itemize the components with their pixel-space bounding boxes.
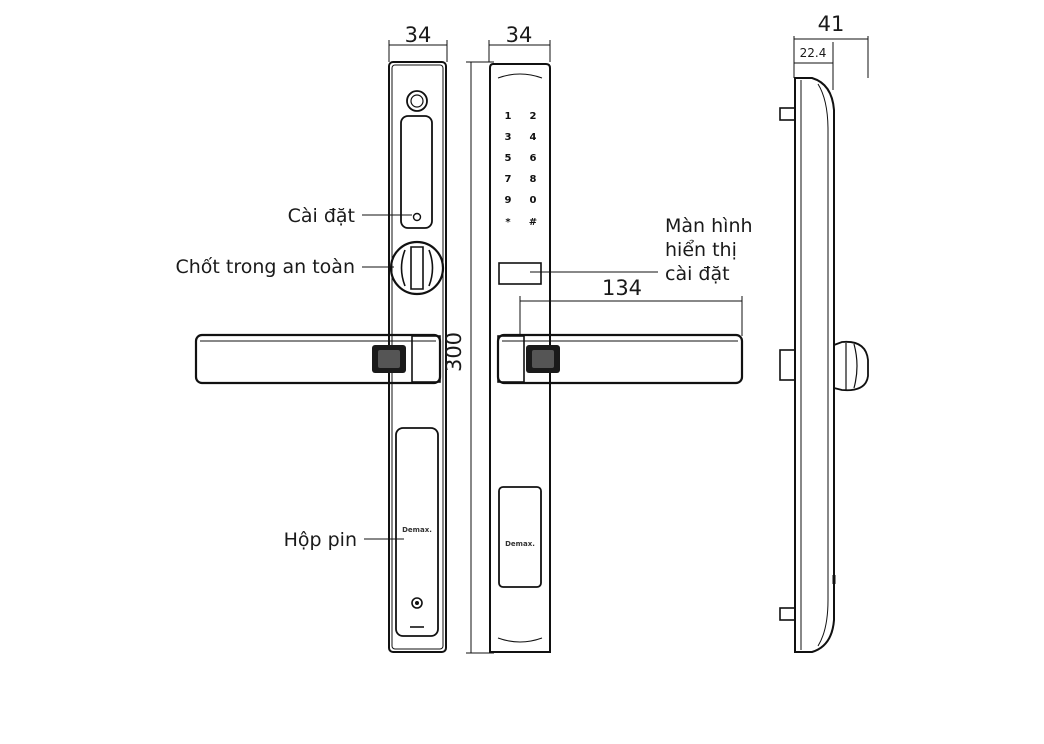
- rear-width-value: 34: [405, 23, 432, 47]
- front-view: 34 1 2 3 4 5 6 7 8 9 0 * #: [488, 23, 744, 653]
- settings-compartment: [400, 115, 433, 229]
- key-4: 4: [530, 132, 537, 143]
- side-depth-inner-value: 22.4: [800, 46, 827, 60]
- side-depth-inner-dimension: 22.4: [794, 42, 834, 90]
- key-7: 7: [505, 174, 512, 185]
- key-0: 0: [530, 195, 537, 206]
- safety-bolt-knob: [389, 240, 445, 296]
- side-depth-value: 41: [818, 12, 845, 36]
- display-callout: Màn hình hiển thị cài đặt: [530, 215, 753, 285]
- key-6: 6: [530, 153, 537, 164]
- side-profile-body: [794, 77, 835, 653]
- side-bottom-tab: [779, 607, 796, 621]
- front-lock-body: [489, 63, 551, 653]
- height-value: 300: [442, 332, 466, 372]
- height-dimension: 300: [442, 61, 494, 654]
- settings-button: [412, 212, 422, 222]
- key-8: 8: [530, 174, 537, 185]
- rear-view: 34 Demax.: [194, 23, 448, 653]
- key-hash: #: [529, 217, 537, 228]
- battery-box-label: Hộp pin: [284, 529, 357, 551]
- front-handle: [496, 333, 744, 385]
- side-middle-tab: [779, 349, 796, 381]
- front-brand-logo: Demax.: [505, 540, 535, 548]
- side-top-tab: [779, 107, 796, 121]
- display-label-line2: hiển thị: [665, 239, 737, 261]
- display-label-line1: Màn hình: [665, 215, 753, 237]
- side-view: 41 22.4: [779, 12, 869, 653]
- key-2: 2: [530, 111, 537, 122]
- rear-handle: [194, 333, 442, 385]
- front-bottom-panel: [498, 486, 542, 588]
- key-1: 1: [505, 111, 512, 122]
- settings-label: Cài đặt: [288, 205, 355, 227]
- settings-display: [498, 262, 542, 285]
- handle-length-dimension: 134: [519, 276, 743, 336]
- fingerprint-knob: [406, 90, 428, 112]
- front-width-dimension: 34: [488, 23, 551, 62]
- key-5: 5: [505, 153, 512, 164]
- key-star: *: [505, 217, 511, 228]
- rear-width-dimension: 34: [388, 23, 448, 62]
- battery-box: Demax.: [395, 427, 439, 637]
- front-width-value: 34: [506, 23, 533, 47]
- key-3: 3: [505, 132, 512, 143]
- side-handle-knob: [833, 340, 869, 392]
- safety-bolt-label: Chốt trong an toàn: [175, 256, 355, 278]
- emergency-key-hole: [411, 597, 423, 609]
- side-depth-dimension: 41: [793, 12, 869, 78]
- handle-length-value: 134: [602, 276, 642, 300]
- keypad: 1 2 3 4 5 6 7 8 9 0 * #: [505, 111, 538, 228]
- key-9: 9: [505, 195, 512, 206]
- rear-brand-logo: Demax.: [402, 526, 432, 534]
- display-label-line3: cài đặt: [665, 263, 730, 285]
- rear-callouts: Cài đặt Chốt trong an toàn Hộp pin: [175, 205, 412, 551]
